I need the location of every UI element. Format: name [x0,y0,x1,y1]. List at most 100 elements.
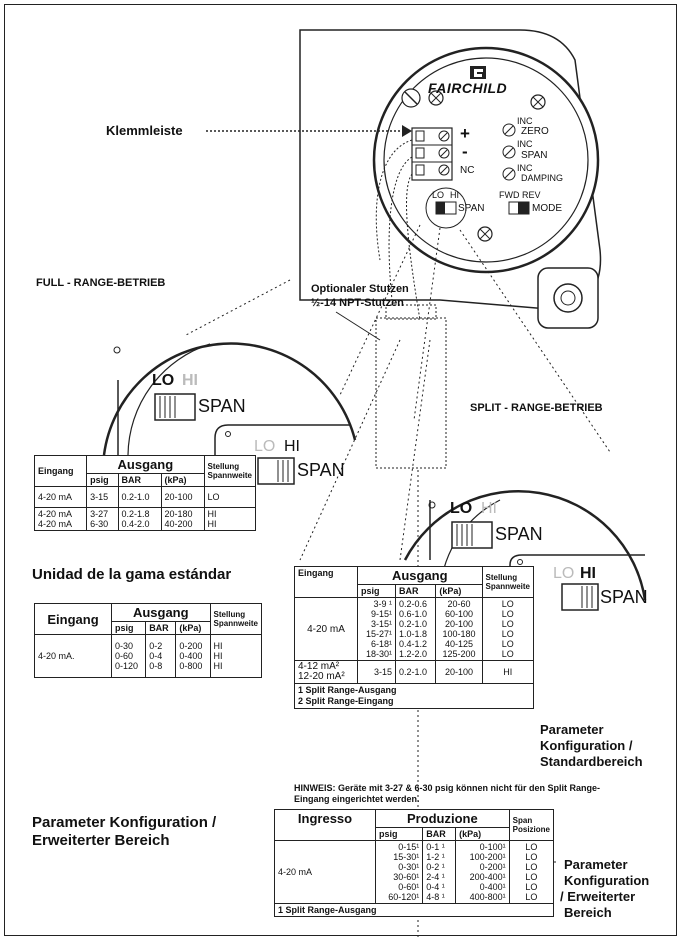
col-bar: BAR [395,584,437,598]
split-lo-label: LO [450,500,473,517]
col-bar: BAR [117,473,162,487]
footnote-1: 1 Split Range-Ausgang [298,685,397,695]
cell: 20-60 60-100 20-100 100-180 40-125 125-2… [435,597,483,661]
zero-label: ZERO [521,126,549,137]
table-row: 4-12 mA² 12-20 mA² 3-15 0.2-1.0 20-100 H… [294,660,535,684]
cell: LO LO LO LO LO LO [508,840,555,904]
inc-label: INC [517,116,533,126]
cell: 20-100 [435,660,483,684]
dip-span-label: SPAN [458,203,485,214]
rev-label: REV [522,190,541,200]
col-stellung: Stellung Spannweite [209,603,263,635]
terminal-plus-label: + [460,124,470,143]
col-bar: BAR [422,827,457,841]
cell: 0-2 0-4 0-8 [145,634,177,678]
arrow-right-icon [402,125,412,137]
split-hi-label-faded: HI [481,500,497,517]
table-row: 4-20 mA. 0-30 0-60 0-120 0-2 0-4 0-8 0-2… [34,634,263,678]
cell: LO [203,486,257,508]
span-label: SPAN [521,150,548,161]
col-ingresso: Ingresso [274,809,376,841]
page-frame [4,4,677,936]
param-std-label-3: Standardbereich [540,754,643,769]
inc-label: INC [517,163,533,173]
cell: 4-20 mA. [34,634,112,678]
cell: 0-1 ¹ 1-2 ¹ 0-2 ¹ 2-4 ¹ 0-4 ¹ 4-8 ¹ [422,840,457,904]
param-ext-left-label-2: Erweiterter Bereich [32,832,170,849]
damping-pot-icon [502,167,516,181]
screw-icon [530,94,546,110]
unidad-table: Eingang Ausgang Stellung Spannweite psig… [34,603,263,678]
split2-hi-label: HI [580,565,596,582]
full-range-table: Eingang Ausgang Stellung Spannweite psig… [33,455,257,531]
full-span-label: SPAN [198,396,246,416]
fairchild-logo-mark [470,66,486,79]
mounting-boss [537,267,599,329]
col-eingang: Eingang [294,566,358,598]
mounting-hole [553,283,583,313]
table-row: 4-20 mA 4-20 mA 3-27 6-30 0.2-1.8 0.4-2.… [33,507,257,531]
col-kpa: (kPa) [160,473,205,487]
screw-icon [401,88,421,108]
footnote-2: 2 Split Range-Eingang [298,696,394,706]
dip-lo-label: LO [432,190,445,200]
stutzen-label-1: Optionaler Stutzen [311,283,409,295]
param-std-label-2: Konfiguration / [540,738,633,753]
klemmleiste-label: Klemmleiste [106,123,183,138]
damping-label: DAMPING [521,173,564,183]
col-stellung: Stellung Spannweite [481,566,535,598]
dip-hi-label: HI [450,190,459,200]
cell: HI HI HI [209,634,263,678]
cell: 4-20 mA [274,840,376,904]
terminal-minus-label: - [462,142,468,161]
col-kpa: (kPa) [435,584,483,598]
col-eingang: Eingang [33,455,88,487]
terminal-nc-label: NC [460,165,475,176]
col-psig: psig [374,827,424,841]
col-ausgang: Ausgang [357,566,483,585]
footnote-ext: 1 Split Range-Ausgang [274,903,554,917]
col-span: Span Posizione [508,809,555,841]
cell: 3-15 [86,486,119,508]
param-ext-right-label-1: Parameter [564,857,628,872]
col-psig: psig [110,621,147,635]
full2-span-label: SPAN [297,460,345,480]
cell: 0-100¹ 100-200¹ 0-200¹ 200-400¹ 0-400¹ 4… [455,840,510,904]
unidad-heading: Unidad de la gama estándar [32,566,232,583]
zero-pot-icon [502,123,516,137]
full2-lo-label-faded: LO [254,438,276,455]
col-eingang: Eingang [34,603,112,635]
cell: 20-100 [160,486,205,508]
cell: 3-27 6-30 [86,507,119,531]
param-ext-right-label-4: Bereich [564,905,612,920]
col-kpa: (kPa) [455,827,510,841]
col-bar: BAR [145,621,177,635]
cell: 0.2-1.0 [117,486,162,508]
mode-label: MODE [532,203,562,214]
hinweis-note: HINWEIS: Geräte mit 3-27 & 6-30 psig kön… [294,783,601,804]
param-ext-left-label-1: Parameter Konfiguration / [32,814,217,831]
cell: 0-15¹ 15-30¹ 0-30¹ 30-60¹ 0-60¹ 60-120¹ [374,840,424,904]
param-std-label-1: Parameter [540,722,604,737]
stutzen-label-2: ½-14 NPT-Stutzen [311,297,404,309]
cell: HI HI [203,507,257,531]
cell: 3-15 [356,660,397,684]
cell: 4-20 mA [33,486,88,508]
cell: LO LO LO LO LO LO [481,597,535,661]
split2-span-label: SPAN [600,587,648,607]
cell: 0.2-0.6 0.6-1.0 0.2-1.0 1.0-1.8 0.4-1.2 … [395,597,437,661]
cell: 4-20 mA [294,597,358,661]
cell: HI [481,660,535,684]
param-ext-right-label-3: / Erweiterter [560,889,636,904]
cell: 0.2-1.0 [395,660,437,684]
fwd-label: FWD [499,190,520,200]
col-psig: psig [356,584,397,598]
param-ext-right-label-2: Konfiguration [564,873,650,888]
screw-icon [428,90,444,106]
col-stellung: Stellung Spannweite [203,455,257,487]
inc-label: INC [517,139,533,149]
table-row: 4-20 mA 0-15¹ 15-30¹ 0-30¹ 30-60¹ 0-60¹ … [274,840,555,904]
col-psig: psig [86,473,119,487]
brand-logo: FAIRCHILD [428,80,508,96]
